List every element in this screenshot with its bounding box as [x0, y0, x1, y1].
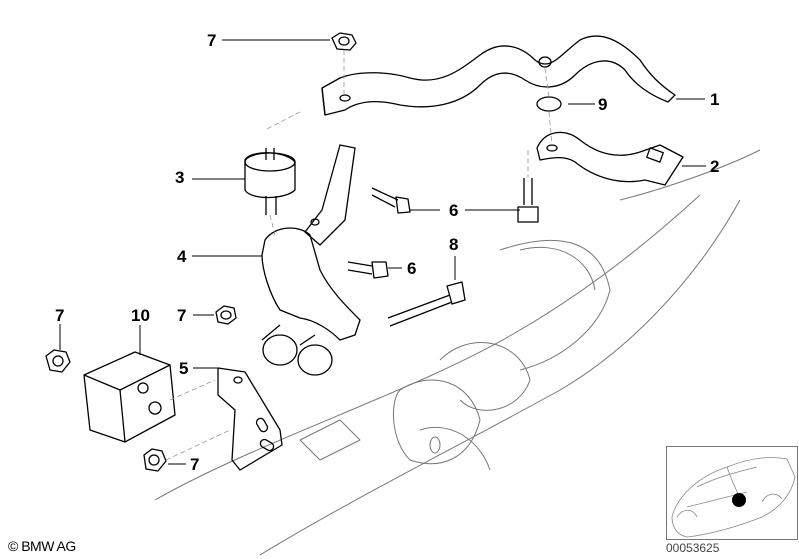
image-code: 00053625	[666, 541, 720, 555]
callout-8: 8	[449, 235, 459, 254]
part-3-rubber-mount	[244, 148, 296, 215]
callout-6-upper: 6	[449, 201, 459, 220]
callout-7-top: 7	[207, 31, 217, 50]
bolt-6-a	[371, 187, 411, 214]
callout-7-left: 7	[55, 306, 65, 325]
callout-1: 1	[710, 90, 720, 109]
leader-lines	[59, 39, 706, 465]
exhaust-pipe	[154, 149, 761, 556]
location-marker	[732, 493, 746, 507]
callout-3: 3	[175, 168, 185, 187]
part-5-plate	[217, 367, 283, 471]
callout-9: 9	[598, 95, 608, 114]
callout-6-lower: 6	[407, 259, 417, 278]
callout-5: 5	[179, 359, 189, 378]
callout-7-middle: 7	[177, 306, 187, 325]
guide-lines	[165, 50, 553, 461]
part-1-clamp	[321, 35, 676, 116]
copyright: © BMW AG	[8, 538, 76, 554]
car-outline-icon	[671, 457, 796, 538]
vehicle-location-thumbnail	[666, 446, 798, 540]
nut-7-middle	[215, 305, 237, 325]
callout-2: 2	[710, 157, 720, 176]
bolt-8	[387, 281, 466, 327]
callout-7-bottom: 7	[190, 455, 200, 474]
part-9-washer	[536, 96, 562, 112]
bolt-6-b	[347, 261, 389, 279]
nut-7-bottom	[143, 448, 167, 472]
part-10-rubber-block	[83, 351, 176, 443]
nut-7-top	[331, 32, 357, 51]
part-2-clamp	[536, 131, 684, 186]
bolt-6-vertical	[517, 178, 539, 223]
callout-10: 10	[131, 306, 150, 325]
part-4-bracket	[261, 144, 361, 376]
nut-7-left	[45, 349, 71, 373]
callout-4: 4	[177, 247, 187, 266]
